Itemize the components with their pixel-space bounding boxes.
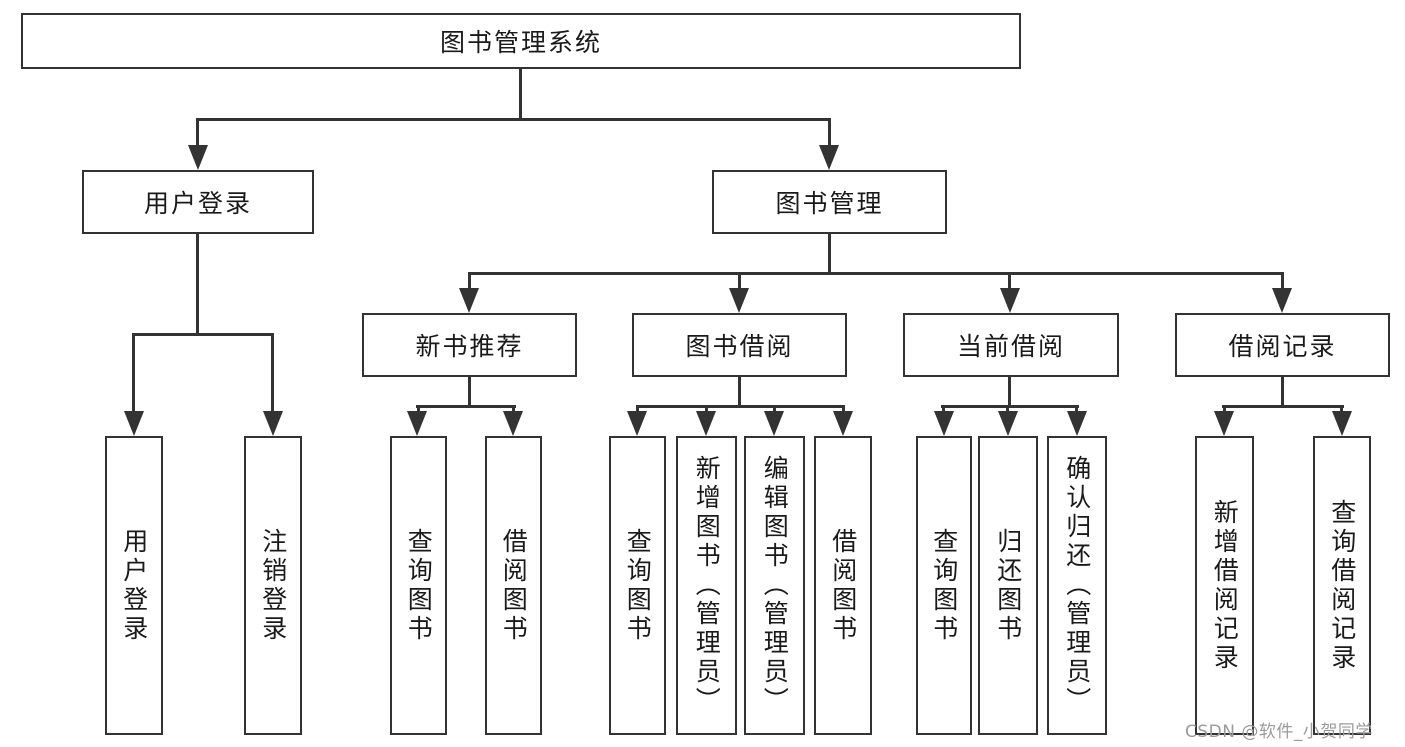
connector-line bbox=[468, 376, 471, 407]
arrow-down-icon bbox=[407, 411, 427, 436]
connector-line bbox=[1223, 405, 1226, 414]
node-label: 新增图书（管理员） bbox=[692, 455, 722, 716]
node-label: 查询借阅记录 bbox=[1327, 498, 1357, 673]
leaf-add-books-admin: 新增图书（管理员） bbox=[676, 436, 737, 735]
leaf-query-books-recommend: 查询图书 bbox=[390, 436, 447, 735]
connector-line bbox=[468, 272, 1283, 275]
connector-line bbox=[705, 405, 708, 414]
node-label: 新增借阅记录 bbox=[1210, 498, 1240, 673]
arrow-down-icon bbox=[124, 411, 144, 436]
node-label: 用户登录 bbox=[143, 189, 252, 218]
arrow-down-icon bbox=[729, 288, 749, 313]
connector-line bbox=[468, 272, 471, 292]
connector-line bbox=[132, 333, 274, 336]
leaf-user-login: 用户登录 bbox=[105, 436, 163, 735]
connector-line bbox=[828, 118, 831, 148]
node-label: 归还图书 bbox=[993, 527, 1023, 644]
node-book-management: 图书管理 bbox=[712, 170, 947, 234]
connector-line bbox=[738, 272, 741, 292]
connector-line bbox=[132, 333, 135, 415]
connector-line bbox=[636, 405, 639, 414]
node-label: 查询图书 bbox=[623, 527, 653, 644]
arrow-down-icon bbox=[764, 411, 784, 436]
node-new-book-recommendation: 新书推荐 bbox=[362, 313, 577, 377]
arrow-down-icon bbox=[1067, 411, 1087, 436]
node-label: 借阅图书 bbox=[828, 527, 858, 644]
leaf-confirm-return-admin: 确认归还（管理员） bbox=[1047, 436, 1107, 735]
connector-line bbox=[941, 405, 1079, 408]
connector-line bbox=[828, 233, 831, 274]
arrow-down-icon bbox=[459, 288, 479, 313]
arrow-down-icon bbox=[934, 411, 954, 436]
arrow-down-icon bbox=[263, 411, 283, 436]
node-label: 借阅图书 bbox=[499, 527, 529, 644]
connector-line bbox=[1006, 405, 1009, 414]
connector-line bbox=[1281, 272, 1284, 292]
node-label: 图书管理系统 bbox=[439, 28, 602, 57]
arrow-down-icon bbox=[627, 411, 647, 436]
node-label: 用户登录 bbox=[119, 527, 149, 644]
connector-line bbox=[512, 405, 515, 414]
connector-line bbox=[942, 405, 945, 414]
leaf-query-books-borrowing: 查询图书 bbox=[609, 436, 666, 735]
arrow-down-icon bbox=[819, 145, 839, 170]
node-label: 当前借阅 bbox=[956, 332, 1065, 361]
connector-line bbox=[636, 405, 845, 408]
leaf-query-books-current: 查询图书 bbox=[916, 436, 972, 735]
node-label: 查询图书 bbox=[404, 527, 434, 644]
arrow-down-icon bbox=[188, 145, 208, 170]
connector-line bbox=[1340, 405, 1343, 414]
arrow-down-icon bbox=[1214, 411, 1234, 436]
node-current-borrowing: 当前借阅 bbox=[903, 313, 1119, 377]
connector-line bbox=[519, 68, 522, 120]
connector-line bbox=[1008, 272, 1011, 292]
arrow-down-icon bbox=[1272, 288, 1292, 313]
node-label: 图书借阅 bbox=[685, 332, 794, 361]
connector-line bbox=[1222, 405, 1344, 408]
node-label: 图书管理 bbox=[775, 189, 884, 218]
node-label: 新书推荐 bbox=[415, 332, 524, 361]
node-label: 确认归还（管理员） bbox=[1062, 455, 1092, 716]
leaf-edit-books-admin: 编辑图书（管理员） bbox=[744, 436, 805, 735]
connector-line bbox=[196, 118, 199, 148]
connector-line bbox=[773, 405, 776, 414]
node-label: 借阅记录 bbox=[1228, 332, 1337, 361]
node-label: 注销登录 bbox=[258, 527, 288, 644]
connector-line bbox=[842, 405, 845, 414]
node-label: 查询图书 bbox=[929, 527, 959, 644]
arrow-down-icon bbox=[503, 411, 523, 436]
arrow-down-icon bbox=[1000, 288, 1020, 313]
connector-line bbox=[1281, 376, 1284, 407]
leaf-add-borrow-record: 新增借阅记录 bbox=[1195, 436, 1254, 735]
connector-line bbox=[197, 118, 831, 121]
leaf-borrow-books: 借阅图书 bbox=[814, 436, 872, 735]
connector-line bbox=[416, 405, 516, 408]
arrow-down-icon bbox=[1332, 411, 1352, 436]
node-library-management-system: 图书管理系统 bbox=[21, 13, 1021, 69]
watermark: CSDN @软件_小贺同学 bbox=[1185, 722, 1373, 742]
node-book-borrowing: 图书借阅 bbox=[632, 313, 847, 377]
connector-line bbox=[1008, 376, 1011, 407]
connector-line bbox=[196, 233, 199, 335]
arrow-down-icon bbox=[696, 411, 716, 436]
connector-line bbox=[1075, 405, 1078, 414]
leaf-query-borrow-record: 查询借阅记录 bbox=[1313, 436, 1371, 735]
arrow-down-icon bbox=[833, 411, 853, 436]
connector-line bbox=[271, 333, 274, 415]
node-borrowing-records: 借阅记录 bbox=[1175, 313, 1390, 377]
leaf-logout: 注销登录 bbox=[244, 436, 302, 735]
connector-line bbox=[417, 405, 420, 414]
connector-line bbox=[738, 376, 741, 407]
arrow-down-icon bbox=[998, 411, 1018, 436]
leaf-borrow-books-recommend: 借阅图书 bbox=[485, 436, 542, 735]
leaf-return-books: 归还图书 bbox=[978, 436, 1038, 735]
node-label: 编辑图书（管理员） bbox=[760, 455, 790, 716]
node-user-login: 用户登录 bbox=[82, 170, 314, 234]
